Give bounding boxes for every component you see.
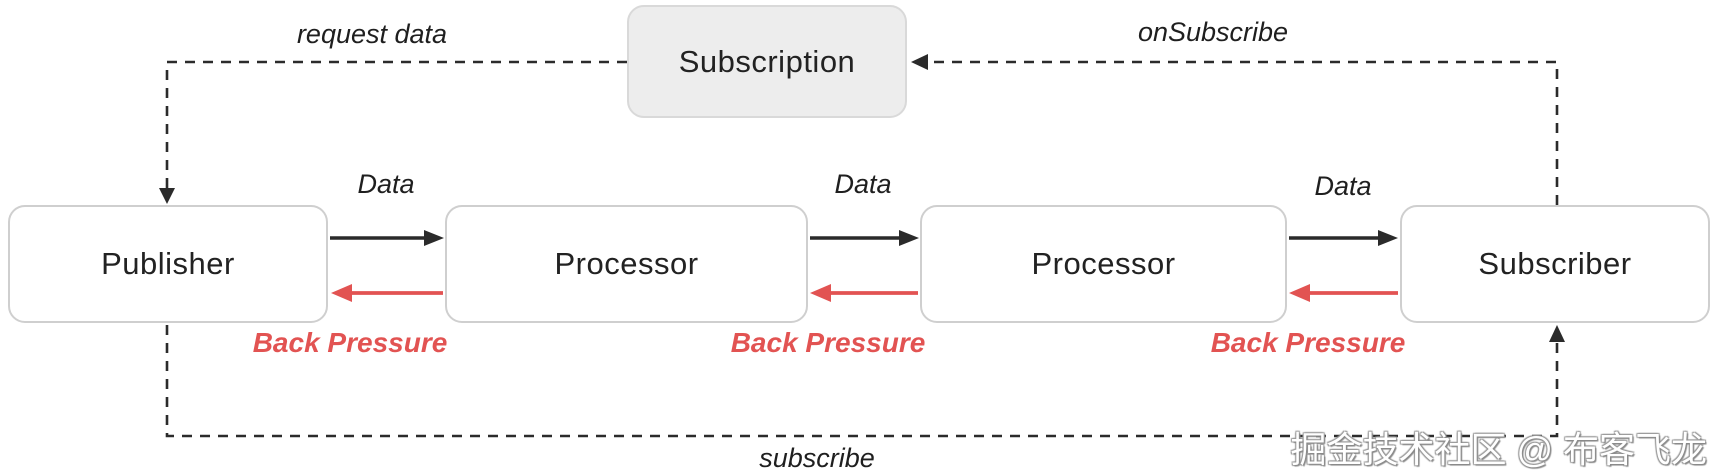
- back-pressure-arrow-1-head-icon: [331, 284, 352, 302]
- onsubscribe-dashed-line: [928, 60, 1559, 205]
- node-subscriber: Subscriber: [1400, 205, 1710, 323]
- request-data-dashed-line: [165, 60, 627, 190]
- node-processor-2: Processor: [920, 205, 1287, 323]
- node-processor-2-label: Processor: [1031, 246, 1176, 281]
- node-publisher: Publisher: [8, 205, 328, 323]
- back-pressure-label-3: Back Pressure: [1210, 327, 1406, 358]
- subscribe-arrowhead-icon: [1549, 325, 1565, 342]
- request-data-arrowhead-icon: [159, 188, 175, 204]
- data-label-1: Data: [357, 169, 415, 199]
- back-pressure-label-1: Back Pressure: [252, 327, 448, 358]
- data-arrow-3-head-icon: [1378, 230, 1398, 246]
- subscribe-dashed-line: [165, 325, 1559, 438]
- watermark-text: 掘金技术社区 @ 布客飞龙: [1290, 429, 1707, 470]
- request-data-label: request data: [296, 19, 448, 49]
- onsubscribe-arrowhead-icon: [911, 54, 928, 70]
- subscribe-label: subscribe: [759, 443, 875, 473]
- back-pressure-label-2: Back Pressure: [730, 327, 926, 358]
- back-pressure-arrow-3-head-icon: [1289, 284, 1310, 302]
- back-pressure-arrow-2-head-icon: [810, 284, 831, 302]
- node-subscription: Subscription: [627, 5, 907, 118]
- data-arrow-2-head-icon: [899, 230, 919, 246]
- node-publisher-label: Publisher: [101, 246, 235, 281]
- data-label-3: Data: [1314, 171, 1372, 201]
- node-subscriber-label: Subscriber: [1478, 246, 1632, 281]
- onsubscribe-label: onSubscribe: [1137, 17, 1289, 47]
- node-subscription-label: Subscription: [678, 43, 856, 79]
- data-arrow-1-head-icon: [424, 230, 444, 246]
- node-processor-1: Processor: [445, 205, 808, 323]
- data-label-2: Data: [834, 169, 892, 199]
- node-processor-1-label: Processor: [554, 246, 699, 281]
